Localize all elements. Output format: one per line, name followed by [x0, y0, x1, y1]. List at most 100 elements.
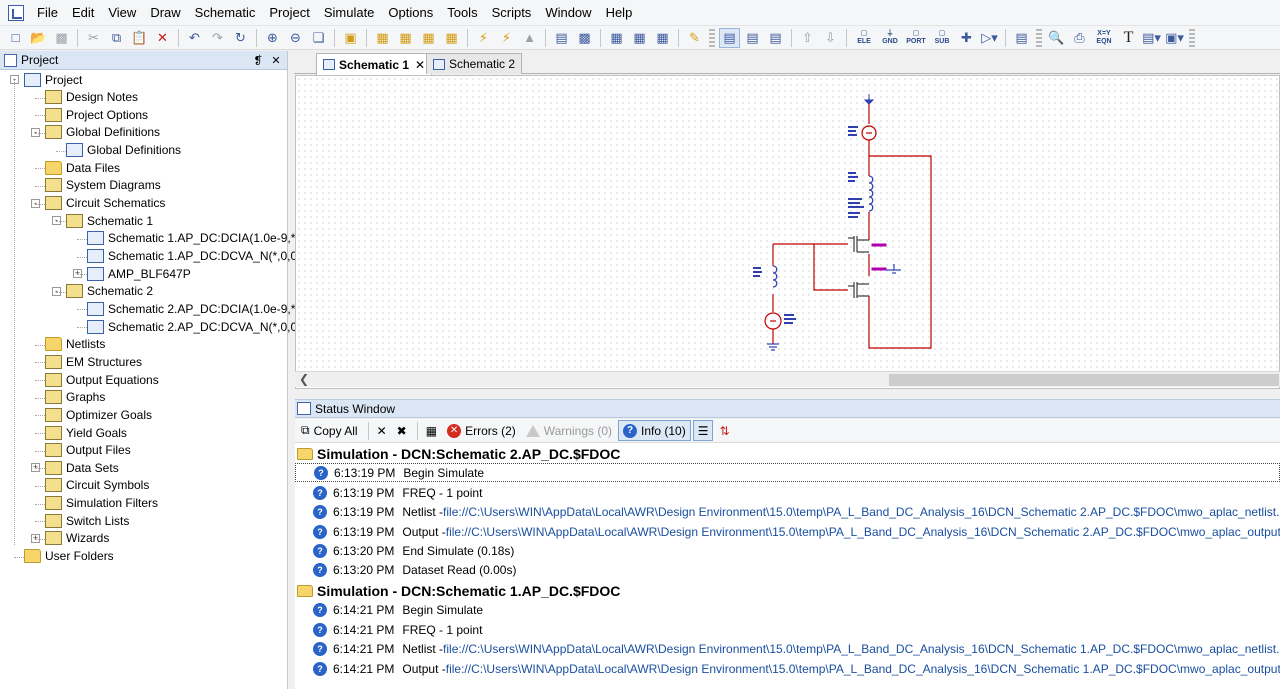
close-icon[interactable]: ✕: [271, 54, 281, 67]
group-button[interactable]: ☰: [692, 420, 714, 441]
refresh-icon[interactable]: ↻: [235, 29, 246, 45]
tree-item-graphs[interactable]: Graphs: [45, 389, 105, 406]
save-icon[interactable]: ▩: [55, 29, 68, 45]
tree-item-project-options[interactable]: Project Options: [45, 106, 148, 123]
zoom-out-icon[interactable]: ⊖: [290, 29, 301, 45]
menu-window[interactable]: Window: [545, 4, 592, 20]
tree-item-global-definitions[interactable]: Global Definitions: [45, 124, 160, 141]
zoom-fit-icon[interactable]: ❏: [312, 29, 325, 45]
status-message[interactable]: ? 6:13:19 PM Output - file://C:\Users\WI…: [313, 522, 1280, 541]
window-icon[interactable]: ▤: [769, 29, 782, 45]
status-message[interactable]: ? 6:13:19 PM Begin Simulate: [295, 463, 1280, 482]
sort-button[interactable]: ⇅: [715, 420, 733, 441]
optimize-icon[interactable]: ▲: [523, 30, 536, 45]
layout-mode-icon[interactable]: ▤: [719, 27, 740, 48]
redo-icon[interactable]: ↷: [212, 29, 223, 45]
tree-item-optimizer-goals[interactable]: Optimizer Goals: [45, 406, 152, 423]
view-3d-icon[interactable]: ▩: [578, 29, 591, 45]
new-file-icon[interactable]: □: [11, 30, 20, 45]
add-netlist-icon[interactable]: ▦: [399, 29, 412, 45]
tree-item-simulation-filters[interactable]: Simulation Filters: [45, 495, 158, 512]
analyze-icon[interactable]: ⚡: [478, 29, 489, 45]
collapse-icon[interactable]: -: [31, 198, 40, 208]
menu-project[interactable]: Project: [269, 4, 310, 20]
pin-icon[interactable]: ❡: [253, 54, 263, 67]
scroll-left-icon[interactable]: ❮: [299, 372, 310, 386]
split-view-icon[interactable]: ▤: [746, 29, 759, 45]
status-message[interactable]: ? 6:13:20 PM End Simulate (0.18s): [313, 541, 514, 560]
text-tool-icon[interactable]: T: [1123, 28, 1134, 46]
menu-file[interactable]: File: [37, 4, 58, 20]
expand-icon[interactable]: +: [31, 532, 40, 543]
output-file-link[interactable]: file://C:\Users\WIN\AppData\Local\AWR\De…: [445, 524, 1280, 539]
measure-icon[interactable]: 🔍: [1048, 29, 1065, 45]
new-schematic-icon[interactable]: ▣: [344, 29, 357, 45]
tree-item-design-notes[interactable]: Design Notes: [45, 89, 138, 106]
canvas-horizontal-scrollbar[interactable]: ❮: [295, 371, 1280, 387]
collapse-icon[interactable]: -: [52, 216, 61, 226]
element-icon[interactable]: ▢ELE: [857, 29, 871, 45]
tree-item-data-files[interactable]: Data Files: [45, 159, 120, 176]
paste-icon[interactable]: 📋: [131, 29, 148, 45]
tree-item-yield-goals[interactable]: Yield Goals: [45, 424, 127, 441]
variables-icon[interactable]: ▦: [656, 29, 669, 45]
menu-view[interactable]: View: [108, 4, 137, 20]
add-measurement-icon[interactable]: ▦: [445, 29, 458, 45]
add-subcircuit-icon[interactable]: ▦: [376, 29, 389, 45]
menu-simulate[interactable]: Simulate: [323, 4, 375, 20]
errors-button[interactable]: ✕ Errors (2): [443, 420, 520, 441]
tree-item-schematic-1-ap-dc-dcia-1-0e-9[interactable]: Schematic 1.AP_DC:DCIA(1.0e-9,*): [87, 230, 299, 247]
tree-item-schematic-1[interactable]: Schematic 1: [66, 212, 153, 229]
tree-item-circuit-symbols[interactable]: Circuit Symbols: [45, 477, 149, 494]
tree-item-schematic-2-ap-dc-dcva-n-0-0-1[interactable]: Schematic 2.AP_DC:DCVA_N(*,0,0,1: [87, 318, 307, 335]
copy-icon[interactable]: ⧉: [111, 29, 122, 45]
status-message[interactable]: ? 6:13:19 PM FREQ - 1 point: [313, 483, 482, 502]
paint-icon[interactable]: ✎: [689, 29, 700, 45]
menu-help[interactable]: Help: [605, 4, 633, 20]
arrow-up-icon[interactable]: ⇧: [802, 29, 813, 45]
info-button[interactable]: ? Info (10): [618, 420, 691, 441]
netlist-file-link[interactable]: file://C:\Users\WIN\AppData\Local\AWR\De…: [443, 641, 1280, 656]
netlist-file-link[interactable]: file://C:\Users\WIN\AppData\Local\AWR\De…: [443, 504, 1280, 519]
status-message[interactable]: ? 6:14:21 PM FREQ - 1 point: [313, 620, 482, 639]
tree-item-schematic-2[interactable]: Schematic 2: [66, 283, 153, 300]
undo-icon[interactable]: ↶: [189, 29, 200, 45]
simulation-group[interactable]: Simulation - DCN:Schematic 2.AP_DC.$FDOC: [295, 444, 620, 463]
scrollbar-thumb[interactable]: [889, 374, 1279, 386]
filter-button[interactable]: ▦: [422, 420, 441, 441]
expand-icon[interactable]: +: [73, 268, 82, 279]
tune-icon[interactable]: ⚡: [501, 29, 512, 45]
tree-item-global-definitions[interactable]: Global Definitions: [66, 142, 181, 159]
expand-icon[interactable]: +: [31, 462, 40, 473]
tree-item-switch-lists[interactable]: Switch Lists: [45, 512, 129, 529]
tab-schematic-1[interactable]: Schematic 1 ✕: [316, 53, 433, 75]
zoom-in-icon[interactable]: ⊕: [267, 29, 278, 45]
wire-icon[interactable]: ▤: [1015, 29, 1028, 45]
collapse-icon[interactable]: -: [52, 286, 61, 296]
warnings-button[interactable]: Warnings (0): [522, 420, 616, 441]
tree-item-circuit-schematics[interactable]: Circuit Schematics: [45, 195, 165, 212]
tree-item-schematic-2-ap-dc-dcia-1-0e-9[interactable]: Schematic 2.AP_DC:DCIA(1.0e-9,*): [87, 300, 299, 317]
grid-icon[interactable]: ▦: [633, 29, 646, 45]
tree-item-schematic-1-ap-dc-dcva-n-0-0-1[interactable]: Schematic 1.AP_DC:DCVA_N(*,0,0,1: [87, 248, 307, 265]
subcircuit-icon[interactable]: ▢SUB: [934, 29, 950, 45]
menu-tools[interactable]: Tools: [447, 4, 478, 20]
cut-icon[interactable]: ✂: [88, 29, 99, 45]
menu-draw[interactable]: Draw: [150, 4, 181, 20]
node-icon[interactable]: ✚: [961, 29, 972, 45]
tree-item-project[interactable]: Project: [24, 71, 82, 88]
clear-all-button[interactable]: ✖: [393, 420, 411, 441]
tree-item-output-files[interactable]: Output Files: [45, 442, 131, 459]
tree-item-user-folders[interactable]: User Folders: [24, 548, 114, 565]
copy-all-button[interactable]: ⧉ Copy All: [297, 420, 362, 441]
simulation-group[interactable]: Simulation - DCN:Schematic 1.AP_DC.$FDOC: [295, 581, 620, 600]
arrow-down-icon[interactable]: ⇩: [825, 29, 836, 45]
status-message[interactable]: ? 6:14:21 PM Netlist - file://C:\Users\W…: [313, 639, 1280, 658]
tree-item-amp-blf647p[interactable]: AMP_BLF647P: [87, 265, 191, 282]
print-icon[interactable]: ⎙: [1074, 29, 1085, 45]
binary-icon[interactable]: ▦: [610, 29, 623, 45]
tree-item-netlists[interactable]: Netlists: [45, 336, 105, 353]
close-tab-icon[interactable]: ✕: [415, 57, 426, 72]
schematic-canvas[interactable]: [295, 75, 1280, 389]
